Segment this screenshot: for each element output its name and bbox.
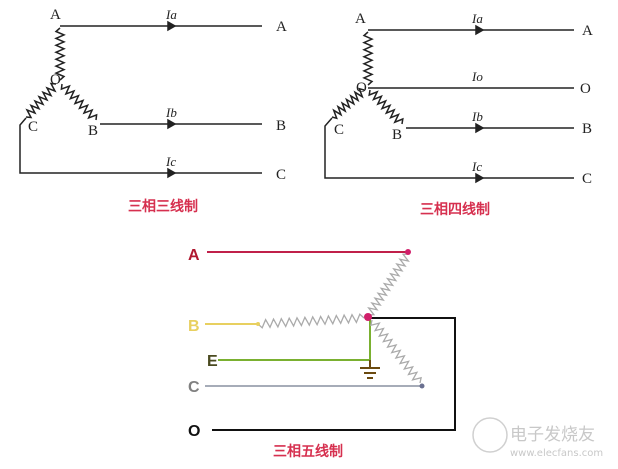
- line-e-label: E: [207, 353, 218, 370]
- arrow-ib: [475, 122, 485, 134]
- output-a-label: A: [276, 19, 287, 35]
- output-c-label: C: [582, 171, 592, 187]
- output-b-label: B: [582, 121, 592, 137]
- coil-a: [367, 253, 410, 316]
- current-ia-label: Ia: [471, 11, 483, 26]
- terminal-c-label: C: [334, 122, 344, 138]
- arrow-ic: [167, 167, 177, 179]
- current-io-label: Io: [471, 69, 483, 84]
- current-ic-label: Ic: [165, 154, 176, 169]
- current-ic-label: Ic: [471, 159, 482, 174]
- node-b: [256, 322, 260, 326]
- coil-b: [368, 89, 404, 125]
- arrow-ia: [167, 20, 177, 32]
- arrow-ib: [167, 118, 177, 130]
- three-wire-title: 三相三线制: [128, 198, 198, 215]
- five-wire-title: 三相五线制: [273, 443, 343, 460]
- line-c-label: C: [188, 379, 200, 396]
- coil-a: [362, 31, 374, 86]
- watermark-url: www.elecfans.com: [510, 448, 603, 459]
- node-neutral: [364, 313, 372, 321]
- current-ib-label: Ib: [165, 105, 177, 120]
- terminal-c-label: C: [28, 119, 38, 135]
- three-phase-three-wire-diagram: [19, 20, 262, 179]
- node-c: [419, 383, 425, 389]
- arrow-ic: [475, 172, 485, 184]
- line-b-label: B: [188, 318, 200, 335]
- current-ib-label: Ib: [471, 109, 483, 124]
- three-phase-five-wire-diagram: [205, 249, 456, 431]
- arrow-ia: [475, 24, 485, 36]
- four-wire-title: 三相四线制: [420, 201, 490, 218]
- terminal-b-label: B: [88, 123, 98, 139]
- coil-a: [54, 27, 66, 81]
- coil-b: [60, 83, 98, 121]
- coil-c: [370, 319, 422, 384]
- coil-c: [25, 82, 57, 119]
- terminal-a-label: A: [355, 11, 366, 27]
- node-a: [405, 249, 411, 255]
- terminal-b-label: B: [392, 127, 402, 143]
- line-a-label: A: [188, 247, 200, 264]
- coil-b: [257, 313, 365, 329]
- output-c-label: C: [276, 167, 286, 183]
- output-a-label: A: [582, 23, 593, 39]
- current-ia-label: Ia: [165, 7, 177, 22]
- wire-c: [324, 117, 574, 179]
- output-o-label: O: [580, 81, 591, 97]
- three-phase-four-wire-diagram: [324, 24, 574, 184]
- terminal-a-label: A: [50, 7, 61, 23]
- wire-c: [19, 117, 262, 174]
- ground-icon: [360, 360, 380, 379]
- elecfans-watermark: 电子发烧友 www.elecfans.com: [472, 417, 603, 459]
- line-o-label: O: [188, 423, 200, 440]
- watermark-brand: 电子发烧友: [510, 425, 595, 445]
- watermark-logo-icon: [472, 417, 508, 453]
- coil-c: [331, 87, 365, 120]
- neutral-o-label: O: [50, 72, 61, 88]
- output-b-label: B: [276, 118, 286, 134]
- wire-o: [212, 317, 456, 431]
- neutral-o-label: O: [356, 80, 367, 96]
